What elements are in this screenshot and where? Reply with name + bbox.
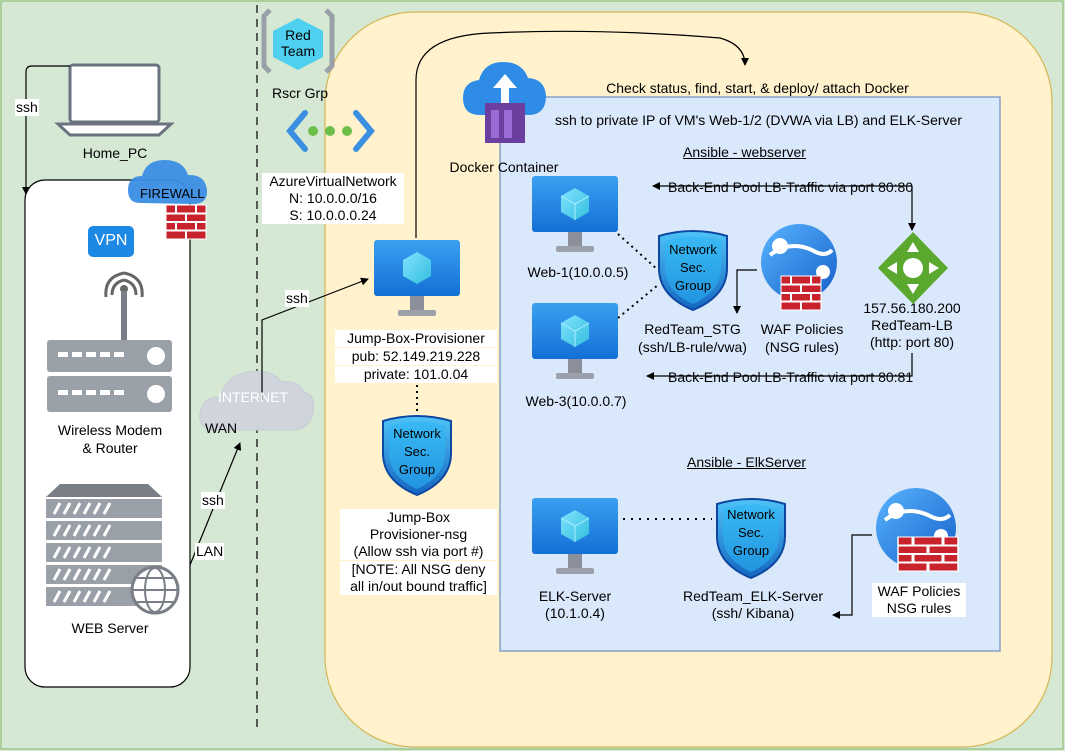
resource-group-icon [261, 8, 335, 74]
jumpbox-nsg-note-1: [NOTE: All NSG deny [340, 561, 497, 578]
elk-group-title: Ansible - ElkServer [687, 454, 807, 470]
modem-label-1: Wireless Modem [57, 422, 163, 438]
laptop-icon [54, 63, 175, 137]
elk-nsg-text-3: Group [732, 543, 770, 558]
load-balancer-icon [878, 232, 948, 304]
web-nsg-name-1: RedTeam_STG [644, 321, 741, 337]
red-team-label-2: Team [280, 43, 316, 59]
elk-nsg-text-2: Sec. [737, 525, 764, 540]
elk-waf-label-2: NSG rules [872, 600, 966, 617]
elk-waf-arrow [832, 534, 872, 619]
vnet-name-label: AzureVirtualNetwork [262, 173, 404, 190]
lan-label: LAN [195, 543, 225, 560]
vpn-label: VPN [94, 232, 128, 249]
vnet-n-label: N: 10.0.0.0/16 [262, 190, 404, 207]
jumpbox-pub-label: pub: 52.149.219.228 [335, 348, 497, 365]
lb-name-label: RedTeam-LB [871, 317, 953, 333]
vnet-s-label: S: 10.0.0.0.24 [262, 207, 404, 224]
firewall-icon [128, 160, 208, 240]
lb-traffic-arrow-2 [646, 353, 913, 380]
jumpbox-nsg-name-1: Jump-Box [340, 509, 497, 526]
lb-traffic-label-2: Back-End Pool LB-Traffic via port 80:81 [668, 369, 914, 385]
web-nsg-text-3: Group [674, 278, 712, 293]
jumpbox-nsg-text-2: Sec. [403, 444, 430, 459]
lb-traffic-label-1: Back-End Pool LB-Traffic via port 80:80 [668, 179, 914, 195]
jumpbox-nsg-name-3: (Allow ssh via port #) [340, 543, 497, 560]
elk-nsg-text-1: Network [727, 507, 775, 522]
elk-label-1: ELK-Server [538, 588, 612, 604]
lb-port-label: (http: port 80) [869, 334, 955, 350]
ssh-home-label: ssh [15, 99, 39, 116]
firewall-label: FIREWALL [140, 186, 205, 201]
jumpbox-nsg-text-1: Network [393, 426, 441, 441]
ssh-home-arrow [22, 65, 70, 195]
web-waf-label-1: WAF Policies [760, 321, 844, 337]
nsg-waf-arrow [733, 269, 757, 314]
jumpbox-nsg-note-2: all in/out bound traffic] [340, 578, 497, 595]
jump-ssh-arrow [261, 277, 369, 400]
web-server-icon [46, 484, 180, 615]
ssh-private-label: ssh to private IP of VM's Web-1/2 (DVWA … [554, 112, 963, 128]
jumpbox-nsg-name-2: Provisioner-nsg [340, 526, 497, 543]
vpn-icon [88, 226, 134, 257]
web-nsg-text-2: Sec. [679, 260, 706, 275]
elk-waf-label-1: WAF Policies [872, 583, 966, 600]
home-pc-label: Home_PC [82, 145, 148, 161]
red-team-label-1: Red [285, 27, 311, 43]
wan-label: WAN [205, 420, 238, 436]
rscr-grp-label: Rscr Grp [272, 85, 328, 101]
jumpbox-nsg-text-3: Group [398, 462, 436, 477]
webserver-group-title: Ansible - webserver [683, 144, 806, 160]
web-nsg-text-1: Network [669, 242, 717, 257]
jump-box-vm-icon [374, 240, 460, 316]
web-server-label: WEB Server [71, 620, 149, 636]
jumpbox-private-label: private: 101.0.04 [335, 366, 497, 383]
docker-label: Docker Container [449, 159, 559, 175]
ssh-lan-label: ssh [201, 492, 225, 509]
docker-container-icon [463, 62, 546, 143]
check-status-label: Check status, find, start, & deploy/ att… [606, 80, 909, 96]
web-waf-icon [761, 224, 837, 311]
elk-nsg-name-2: (ssh/ Kibana) [711, 605, 795, 621]
elk-nsg-name-1: RedTeam_ELK-Server [682, 588, 824, 604]
elk-waf-icon [876, 488, 960, 573]
elk-label-2: (10.1.0.4) [545, 605, 605, 621]
internet-label: INTERNET [218, 389, 288, 405]
web3-nsg-link [617, 284, 659, 319]
web-nsg-name-2: (ssh/LB-rule/vwa) [638, 339, 747, 355]
router-icon [47, 271, 172, 412]
docker-deploy-arrow [415, 30, 749, 238]
modem-label-2: & Router [82, 440, 138, 456]
web1-label: Web-1(10.0.0.5) [527, 264, 629, 280]
web3-label: Web-3(10.0.0.7) [525, 393, 627, 409]
internet-cloud-icon [199, 370, 315, 431]
lb-ip-label: 157.56.180.200 [863, 300, 961, 316]
web-waf-label-2: (NSG rules) [765, 339, 839, 355]
virtual-network-icon [286, 110, 375, 152]
ssh-jump-label: ssh [285, 290, 309, 307]
jumpbox-name-label: Jump-Box-Provisioner [335, 330, 497, 347]
